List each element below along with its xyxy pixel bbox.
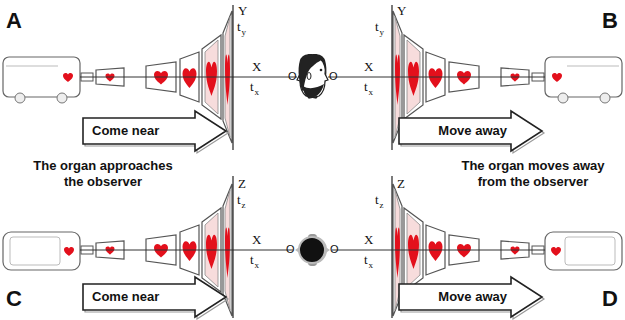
panel-letter: A — [6, 10, 22, 32]
time-symbol: t — [250, 253, 254, 266]
arrow-text: Come near — [92, 123, 159, 139]
axis-name: Y — [238, 4, 247, 17]
panel-b-art — [299, 5, 622, 150]
observer-label: O — [286, 244, 295, 255]
axis-subscript: y — [380, 28, 385, 37]
axis-subscript: x — [369, 88, 374, 97]
axis-subscript: x — [255, 261, 260, 270]
axis-name: X — [364, 60, 373, 73]
time-symbol: t — [375, 20, 379, 33]
arrow-text: Move away — [438, 289, 507, 305]
axis-name: X — [252, 233, 261, 246]
panel-letter: C — [6, 288, 22, 310]
time-symbol: t — [375, 193, 379, 206]
time-symbol: t — [364, 80, 368, 93]
axis-name: X — [364, 233, 373, 246]
observer-label: O — [329, 71, 338, 82]
panel-c-art — [3, 176, 326, 318]
panel-d-art — [299, 176, 622, 318]
panel-letter: B — [602, 10, 618, 32]
arrow-box: Move away — [398, 276, 543, 318]
arrow-box: Come near — [82, 276, 227, 318]
arrow-box: Move away — [398, 110, 543, 152]
time-symbol: t — [237, 193, 241, 206]
arrow-box: Come near — [82, 110, 227, 152]
axis-subscript: z — [380, 201, 384, 210]
axis-subscript: x — [255, 88, 260, 97]
axis-subscript: z — [242, 201, 246, 210]
arrow-shape — [399, 277, 542, 317]
observer-label: O — [288, 71, 297, 82]
axis-name: Z — [397, 177, 405, 190]
time-symbol: t — [250, 80, 254, 93]
arrow-text: Move away — [438, 123, 507, 139]
time-symbol: t — [237, 20, 241, 33]
axis-name: Z — [238, 177, 246, 190]
axis-subscript: x — [369, 261, 374, 270]
time-symbol: t — [364, 253, 368, 266]
arrow-text: Come near — [92, 289, 159, 305]
axis-name: X — [252, 60, 261, 73]
panel-a-art — [3, 5, 326, 150]
caption: The organ moves away from the observer — [448, 158, 618, 191]
caption: The organ approaches the observer — [23, 158, 183, 191]
panel-letter: D — [602, 288, 618, 310]
axis-subscript: y — [242, 28, 247, 37]
axis-name: Y — [397, 4, 406, 17]
arrow-shape — [83, 111, 226, 151]
observer-label: O — [330, 244, 339, 255]
arrow-shape — [83, 277, 226, 317]
arrow-shape — [399, 111, 542, 151]
